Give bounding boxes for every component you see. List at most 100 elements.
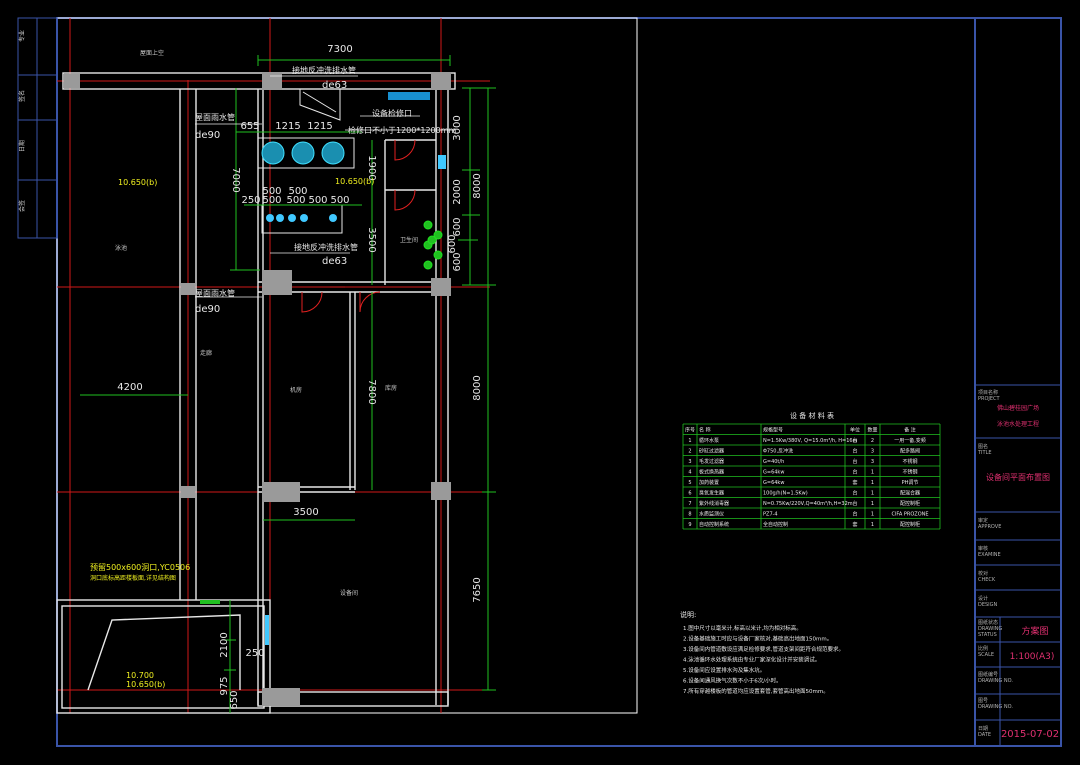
table-cell: 1: [871, 491, 874, 497]
strip-label: 日期: [18, 140, 26, 152]
table-cell: 1: [871, 501, 874, 507]
room-label: 机房: [290, 386, 302, 394]
table-cell: 2: [871, 438, 874, 444]
pipe-size-label: de63: [322, 256, 347, 267]
table-cell: N=0.75Kw/220V,Q=40m³/h,H=32m: [763, 501, 853, 507]
pipe-size-label: de90: [195, 304, 220, 315]
strip-label: 会签: [18, 200, 26, 212]
drain-label: 接地反冲洗排水管: [292, 65, 356, 75]
notes-block: 说明: 1.图中尺寸以毫米计,标高以米计,均为相对标高。2.设备基础施工时应与设…: [680, 610, 844, 695]
room-label: 卫生间: [400, 236, 418, 244]
table-cell: 台: [852, 458, 857, 465]
tb-project-name-2: 泳池水处理工程: [997, 420, 1039, 428]
dim-text: 7300: [327, 44, 352, 55]
table-cell: 1: [871, 480, 874, 486]
outer-border: [56, 17, 1062, 747]
table-cell: 自动控制系统: [699, 521, 729, 528]
table-cell: 1: [688, 438, 691, 444]
doors: [301, 139, 416, 313]
table-cell: 水质监测仪: [699, 511, 724, 518]
dim-text: 600: [452, 252, 463, 271]
dim-text: 250: [245, 648, 264, 659]
dim-text: 500: [330, 195, 349, 206]
table-cell: 配混合器: [900, 490, 920, 497]
dim-text: 4200: [117, 382, 142, 393]
table-cell: 加药装置: [699, 479, 719, 486]
dim-text: 2000: [452, 179, 463, 204]
note-item: 7.所有穿越楼板的管道均应设置套管,套管高出地面50mm。: [683, 687, 829, 695]
table-cell: 砂缸过滤器: [699, 448, 724, 455]
dim-text: 655: [240, 121, 259, 132]
table-cell: 台: [852, 469, 857, 476]
table-cell: 5: [688, 480, 691, 486]
note-item: 3.设备间内管道敷设应满足检修要求,管道支架间距符合规范要求。: [683, 645, 844, 653]
tb-scale-value: 1:100(A3): [1010, 652, 1055, 662]
elevation-label: 10.700: [126, 671, 154, 680]
table-cell: 台: [852, 437, 857, 444]
dim-text: 600: [447, 234, 458, 253]
dim-text: 3500: [366, 227, 377, 252]
room-label: 屋面上空: [140, 49, 164, 57]
pipe-size-label: de63: [322, 80, 347, 91]
table-cell: 台: [852, 511, 857, 518]
table-title: 设 备 材 料 表: [790, 411, 834, 420]
table-header-cell: 备 注: [904, 427, 916, 434]
title-block: [975, 384, 1061, 746]
table-cell: 4: [688, 470, 691, 476]
dim-text: 250: [241, 195, 260, 206]
dim-text: 1215: [275, 121, 300, 132]
dim-text: 3000: [452, 115, 463, 140]
table-cell: 套: [852, 479, 857, 486]
table-header-cell: 序号: [685, 427, 695, 434]
title-block-values: 佛山碧桂园广场 泳池水处理工程 设备间平面布置图 方案图 1:100(A3) 2…: [986, 404, 1059, 740]
dim-text: 1215: [307, 121, 332, 132]
table-header-cell: 单位: [850, 427, 860, 434]
dim-text: 500: [288, 186, 307, 197]
table-cell: 7: [688, 501, 691, 507]
table-cell: 台: [852, 448, 857, 455]
table-cell: 9: [688, 522, 691, 528]
pipe-size-label: de90: [195, 130, 220, 141]
drawing-frame: [56, 17, 1062, 747]
table-cell: PH调节: [902, 479, 919, 486]
table-cell: N=1.5Kw/380V, Q=15.0m³/h, H=16m: [763, 438, 858, 444]
opening-marker: [200, 600, 220, 604]
table-cell: 套: [852, 521, 857, 528]
columns: [64, 72, 451, 706]
table-cell: 配多路阀: [900, 448, 920, 455]
table-cell: 3: [688, 459, 691, 465]
table-cell: 台: [852, 500, 857, 507]
opening-sub: 洞口底标高距楼板面,详见结构图: [90, 574, 176, 582]
table-cell: 2: [688, 449, 691, 455]
drain-label: 接地反冲洗排水管: [294, 242, 358, 252]
dimension-lines: [80, 55, 496, 713]
notes-heading: 说明:: [680, 610, 696, 619]
table-header-cell: 名 称: [699, 427, 711, 434]
table-cell: 3: [871, 449, 874, 455]
tb-status-value: 方案图: [1021, 625, 1048, 637]
table-cell: 紫外线消毒器: [699, 500, 729, 507]
dim-text: 7000: [230, 167, 241, 192]
table-header-cell: 数量: [867, 427, 877, 434]
table-cell: 配控制柜: [900, 521, 920, 528]
table-cell: 台: [852, 490, 857, 497]
equipment-dosing: [423, 220, 443, 270]
dim-text: 3500: [293, 507, 318, 518]
equipment-filters: [257, 89, 446, 234]
left-signature-strip: [17, 17, 58, 239]
walls: [56, 72, 456, 714]
dim-text: 975: [219, 676, 230, 695]
dim-text: 500: [286, 195, 305, 206]
note-item: 2.设备基础施工时应与设备厂家核对,基础高出地面150mm。: [683, 635, 832, 643]
elevation-label: 10.650(b): [118, 178, 157, 187]
plan-viewport: [56, 17, 638, 714]
elevation-label: 10.650(b): [335, 177, 374, 186]
dim-text: 8000: [472, 375, 483, 400]
